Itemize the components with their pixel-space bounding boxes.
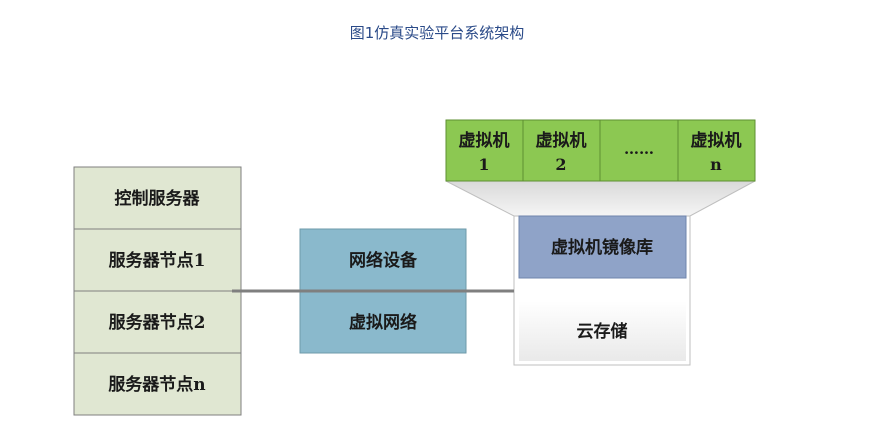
vm-row: 虚拟机 1 虚拟机 2 …… 虚拟机 n xyxy=(445,119,756,182)
figure-caption: 图1仿真实验平台系统架构 xyxy=(349,24,525,42)
vm-n-box xyxy=(677,119,756,182)
server-node-1-label: 服务器节点1 xyxy=(109,250,206,271)
vm-zoom-trapezoid xyxy=(445,180,756,217)
storage-block: 虚拟机镜像库 云存储 xyxy=(513,215,691,366)
vm-2-label: 虚拟机 xyxy=(536,130,587,151)
virtual-network-label: 虚拟网络 xyxy=(349,312,417,333)
server-stack: 控制服务器 服务器节点1 服务器节点2 服务器节点n xyxy=(73,166,242,416)
vm-2-box xyxy=(522,119,601,182)
vm-1-index: 1 xyxy=(478,155,489,174)
cloud-storage-label: 云存储 xyxy=(577,321,628,342)
server-node-2-label: 服务器节点2 xyxy=(109,312,206,333)
image-library-label: 虚拟机镜像库 xyxy=(551,237,653,258)
server-node-n-box xyxy=(73,352,242,416)
vm-ellipsis-box xyxy=(599,119,679,182)
network-device-label: 网络设备 xyxy=(349,250,418,271)
vm-1-label: 虚拟机 xyxy=(459,130,510,151)
cloud-storage-box xyxy=(519,301,686,361)
control-server-label: 控制服务器 xyxy=(115,188,201,209)
server-node-2-box xyxy=(73,290,242,354)
server-node-n-label: 服务器节点n xyxy=(108,374,205,395)
vm-n-label: 虚拟机 xyxy=(691,130,742,151)
network-block: 网络设备 虚拟网络 xyxy=(299,228,467,354)
network-device-box xyxy=(299,228,467,292)
vm-ellipsis-label: …… xyxy=(624,140,654,158)
vm-1-box xyxy=(445,119,524,182)
image-library-box xyxy=(518,215,687,279)
vm-n-index: n xyxy=(710,155,722,174)
control-server-box xyxy=(73,166,242,230)
vm-2-index: 2 xyxy=(555,155,566,174)
